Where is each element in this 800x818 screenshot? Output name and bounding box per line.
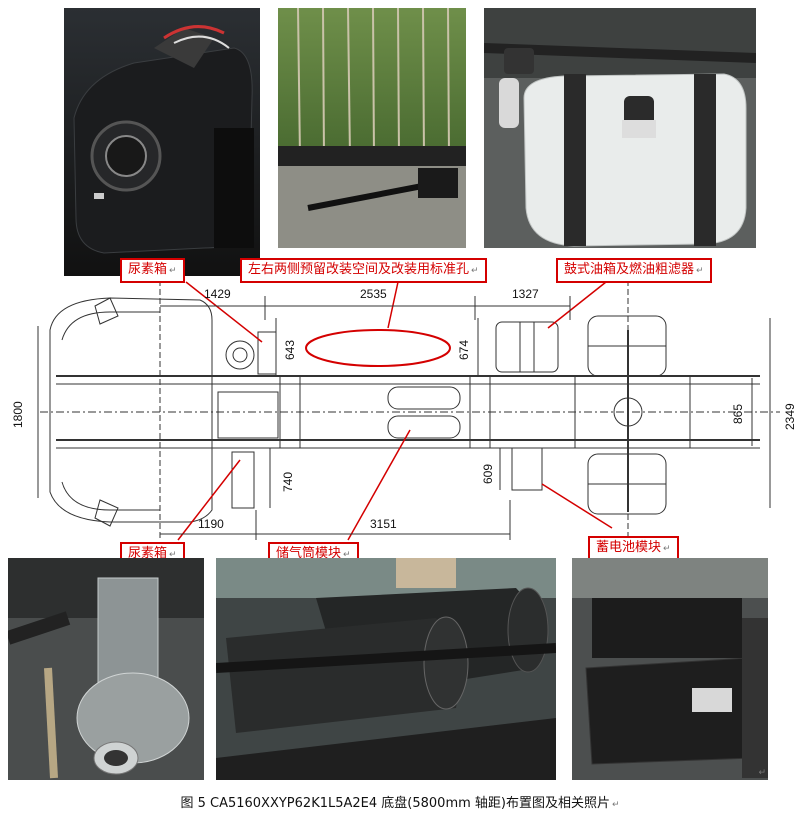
photo-battery: ↵ <box>572 558 768 780</box>
dim-865: 865 <box>731 404 745 424</box>
photo-fuel-tank <box>484 8 756 248</box>
callout-battery: 蓄电池模块↵ <box>588 536 679 561</box>
dim-1190: 1190 <box>198 517 224 531</box>
callout-mounting-space: 左右两侧预留改装空间及改装用标准孔↵ <box>240 258 487 283</box>
dim-1800: 1800 <box>11 401 25 428</box>
dim-643: 643 <box>283 340 297 360</box>
dim-3151: 3151 <box>370 517 397 531</box>
dim-1327: 1327 <box>512 287 539 301</box>
dim-674: 674 <box>457 340 471 360</box>
dim-1429: 1429 <box>204 287 231 301</box>
figure-caption: 图 5 CA5160XXYP62K1L5A2E4 底盘(5800mm 轴距)布置… <box>180 796 620 811</box>
photo-chassis-side <box>278 8 466 248</box>
callout-fuel-tank: 鼓式油箱及燃油粗滤器↵ <box>556 258 712 283</box>
photo-air-tanks <box>216 558 556 780</box>
dim-609: 609 <box>481 464 495 484</box>
callout-urea-tank-top: 尿素箱↵ <box>120 258 185 283</box>
paragraph-mark: ↵ <box>758 768 766 778</box>
dim-740: 740 <box>281 472 295 492</box>
photo-urea-tank-top <box>64 8 260 276</box>
dim-2349: 2349 <box>783 403 797 430</box>
dim-2535: 2535 <box>360 287 387 301</box>
photo-urea-tank-bottom <box>8 558 204 780</box>
